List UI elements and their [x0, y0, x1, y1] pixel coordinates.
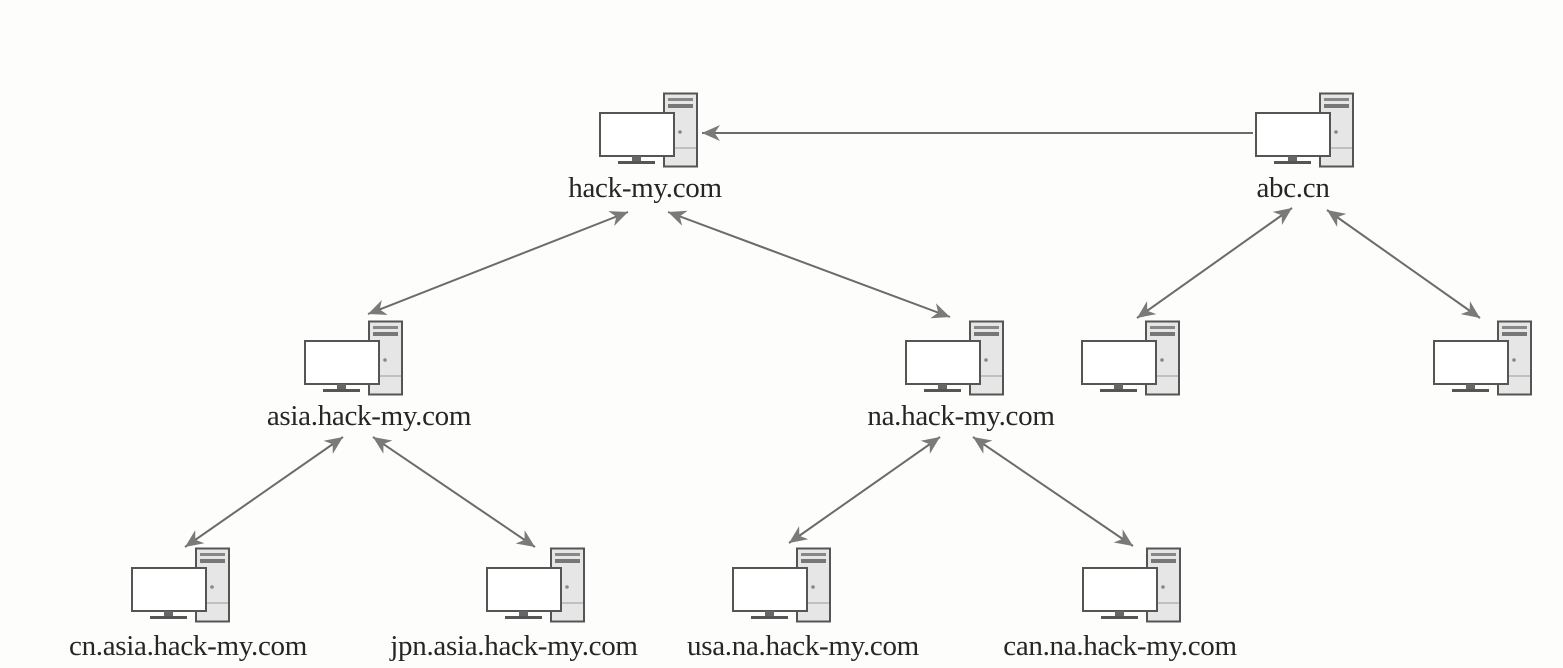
arrowhead [373, 437, 393, 454]
arrowhead [1327, 210, 1347, 227]
arrowhead [789, 526, 809, 543]
edge-abc-to-hack-my [702, 125, 1253, 141]
edge-line [184, 436, 344, 548]
edge-asia-to-jpn-asia [372, 436, 536, 548]
computer-icon [303, 320, 405, 401]
edge-asia-to-cn-asia [184, 436, 344, 548]
edge-line [1326, 209, 1481, 319]
label-na: na.hack-my.com [867, 400, 1055, 432]
arrowhead [323, 437, 343, 454]
edge-line [372, 436, 536, 548]
arrowhead [1137, 301, 1157, 318]
computer-icon [1080, 320, 1182, 401]
computer-icon [598, 92, 700, 173]
label-hack-my: hack-my.com [568, 172, 722, 204]
edge-hack-my-to-asia [367, 211, 629, 315]
arrowhead [973, 437, 993, 454]
computer-icon [485, 547, 587, 628]
label-abc: abc.cn [1256, 172, 1330, 204]
edge-line [367, 211, 629, 315]
arrowhead [1272, 208, 1292, 225]
computer-icon [1081, 547, 1183, 628]
arrowhead [930, 303, 950, 319]
computer-icon [731, 547, 833, 628]
label-jpn-asia: jpn.asia.hack-my.com [390, 630, 638, 662]
edge-line [667, 211, 951, 318]
label-usa-na: usa.na.hack-my.com [687, 630, 919, 662]
arrowhead [368, 299, 388, 315]
edge-hack-my-to-na [667, 210, 951, 319]
arrowhead [1113, 529, 1133, 546]
computer-icon [130, 547, 232, 628]
arrowhead [185, 530, 205, 547]
label-can-na: can.na.hack-my.com [1003, 630, 1237, 662]
computer-icon [1254, 92, 1356, 173]
arrowhead [702, 125, 720, 141]
arrowhead [920, 437, 940, 454]
label-cn-asia: cn.asia.hack-my.com [68, 630, 308, 662]
edge-abc-to-abc-child-2 [1326, 209, 1481, 319]
computer-icon [904, 320, 1006, 401]
edge-abc-to-abc-child-1 [1136, 207, 1293, 319]
arrowhead [608, 211, 628, 227]
edge-line [972, 436, 1134, 547]
label-asia: asia.hack-my.com [266, 400, 472, 432]
edge-line [788, 436, 941, 544]
edge-na-to-usa-na [788, 436, 941, 544]
arrowhead [515, 530, 535, 547]
computer-icon [1432, 320, 1534, 401]
edge-line [1136, 207, 1293, 319]
arrowhead [1460, 301, 1480, 318]
arrowhead [668, 210, 688, 226]
edge-na-to-can-na [972, 436, 1134, 547]
